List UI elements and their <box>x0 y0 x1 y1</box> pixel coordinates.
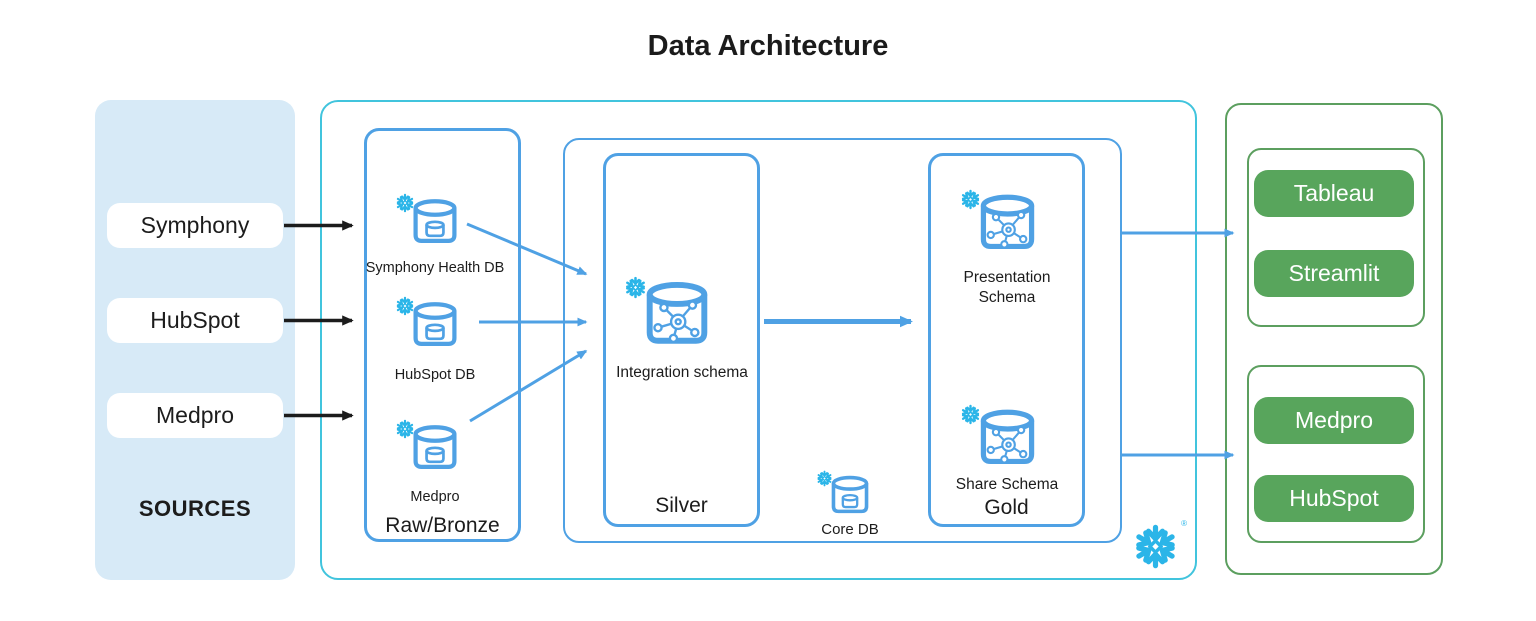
shares-box <box>1247 365 1425 543</box>
symphony-health-db-icon <box>408 197 462 251</box>
share-schema-icon <box>974 407 1041 474</box>
snowflake-badge-icon <box>624 276 647 299</box>
page-title: Data Architecture <box>647 30 889 62</box>
analytics-box <box>1247 148 1425 327</box>
sources-heading: SOURCES <box>138 496 252 521</box>
gold-label: Gold <box>984 496 1029 519</box>
db-label: Medpro <box>410 489 460 505</box>
snowflake-logo-icon: ® <box>1132 519 1187 570</box>
source-label: Medpro <box>156 402 234 428</box>
source-pill-symphony: Symphony <box>107 203 283 248</box>
snowflake-platform-container <box>320 100 1197 580</box>
pill-hubspot-share: HubSpot <box>1254 475 1414 522</box>
snowflake-badge-icon <box>816 470 833 487</box>
snowflake-badge-icon <box>395 193 415 213</box>
snowflake-badge-icon <box>960 404 981 425</box>
raw-bronze-label: Raw/Bronze <box>385 514 500 537</box>
core-db-icon <box>827 474 873 520</box>
pill-streamlit: Streamlit <box>1254 250 1414 297</box>
source-pill-medpro: Medpro <box>107 393 283 438</box>
integration-schema-icon <box>639 279 715 355</box>
share-schema-label: Share Schema <box>955 476 1059 493</box>
presentation-schema-icon <box>974 192 1041 259</box>
pill-medpro-share: Medpro <box>1254 397 1414 444</box>
registered-trademark: ® <box>1181 519 1187 528</box>
db-label: HubSpot DB <box>394 367 476 383</box>
presentation-schema-label: Presentation Schema <box>963 269 1051 306</box>
source-label: Symphony <box>140 212 250 238</box>
consumer-label: Streamlit <box>1288 260 1380 286</box>
snowflake-badge-icon <box>395 419 415 439</box>
db-label: Symphony Health DB <box>365 260 505 276</box>
snowflake-badge-icon <box>960 189 981 210</box>
core-db-label: Core DB <box>821 521 879 538</box>
source-label: HubSpot <box>150 307 240 333</box>
consumer-label: HubSpot <box>1289 485 1379 511</box>
snowflake-badge-icon <box>395 296 415 316</box>
silver-label: Silver <box>655 494 708 517</box>
integration-schema-label: Integration schema <box>616 364 748 381</box>
consumer-label: Tableau <box>1293 180 1375 206</box>
consumer-label: Medpro <box>1295 407 1373 433</box>
warehouse-inner-container <box>563 138 1122 543</box>
medpro-db-icon <box>408 423 462 477</box>
hubspot-db-icon <box>408 300 462 354</box>
consumers-container <box>1225 103 1443 575</box>
source-pill-hubspot: HubSpot <box>107 298 283 343</box>
pill-tableau: Tableau <box>1254 170 1414 217</box>
